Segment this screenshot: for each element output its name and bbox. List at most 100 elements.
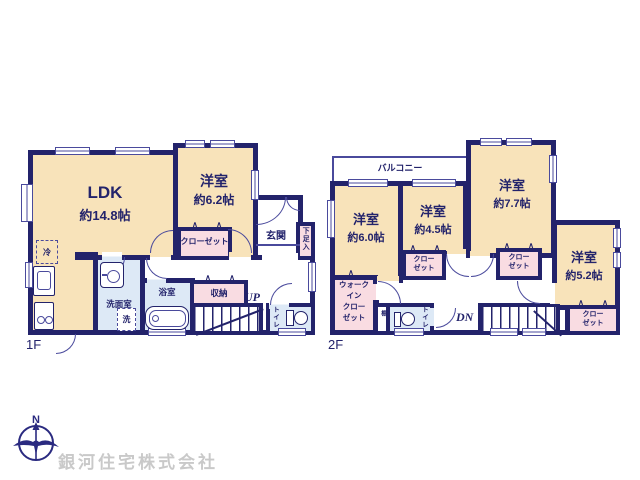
stairs-down-label: DN (456, 310, 474, 324)
toilet-tank-1f (286, 310, 294, 326)
bedroom-size: 約6.2帖 (193, 193, 235, 208)
opening-bedroom-5-2 (550, 283, 560, 304)
room-name: 洋室 (570, 250, 597, 265)
window (522, 328, 546, 336)
toilet-tank-2f (394, 312, 401, 327)
opening-washroom (102, 252, 122, 261)
compass-icon: N (13, 414, 59, 461)
room-size: 約4.5帖 (414, 223, 452, 236)
window (115, 147, 150, 155)
closet-northeast-label: クロー ゼット (498, 253, 540, 271)
wic-line: ウォーク (339, 280, 369, 289)
closet-1f-label: クローゼット (180, 237, 229, 246)
closet-line: ゼット (582, 320, 604, 328)
closet-line: ゼット (508, 263, 530, 271)
door-arc-back-door (56, 334, 76, 354)
sink-bowl (107, 270, 120, 283)
window (412, 179, 456, 187)
ldk-label: LDK 約14.8帖 (50, 182, 160, 226)
window (549, 155, 557, 183)
closet-door-mark: ∧ ∧ (578, 298, 616, 307)
window (348, 179, 388, 187)
window (55, 147, 90, 155)
toilet-icon-2f (401, 312, 415, 326)
faucet (102, 274, 107, 276)
bedroom-4-5-label: 洋室 約4.5帖 (400, 204, 466, 238)
window (210, 140, 235, 148)
tub-drain (152, 315, 159, 322)
window (613, 252, 621, 268)
shoe-cabinet-label: 下足入 (302, 227, 310, 251)
window (278, 328, 306, 336)
stove-icon (34, 302, 54, 330)
room-bedroom-4-5 (398, 181, 468, 256)
opening-bathroom (147, 275, 166, 284)
tub-inner (149, 310, 186, 327)
storage-label: 収納 (210, 288, 228, 298)
kitchen-sink-icon (33, 266, 55, 296)
toilet-2f-label: トイレ (420, 306, 428, 329)
toilet-icon-1f (294, 311, 308, 325)
closet-door-mark: ∧ ∧ (504, 241, 542, 250)
room-size: 約6.0帖 (347, 231, 385, 244)
toilet-1f-label: トイレ (271, 306, 279, 329)
bedroom-5-2-label: 洋室 約5.2帖 (550, 250, 618, 284)
entrance-step-line (256, 244, 300, 246)
closet-center-label: クロー ゼット (404, 255, 444, 273)
wic-line: イン (346, 290, 362, 300)
burner (37, 316, 45, 324)
window (25, 262, 33, 288)
closet-door-mark: ∧ (348, 268, 354, 277)
closet-door-mark: ∧ ∧ (192, 220, 230, 229)
stairs-diagonal (195, 308, 264, 336)
room-size: 約7.7帖 (493, 197, 531, 210)
floor1-tag: 1F (26, 337, 42, 352)
floor2-tag: 2F (328, 337, 344, 352)
washing-machine-icon: 洗 (117, 308, 136, 331)
bay-window (21, 184, 33, 222)
stairs-up-label: UP (244, 290, 260, 304)
vanity-sink-icon (100, 262, 124, 288)
bedroom-name: 洋室 (200, 173, 228, 189)
window (251, 170, 259, 200)
washer-label: 洗 (122, 315, 131, 324)
opening-bedroom-6-0 (377, 276, 399, 286)
ldk-size: 約14.8帖 (79, 208, 131, 224)
closet-2f-northeast (496, 248, 542, 280)
room-name: 洋室 (498, 178, 525, 193)
burner (45, 316, 53, 324)
opening-wic (372, 284, 380, 300)
window (490, 328, 518, 336)
opening-ldk-kitchen (33, 253, 75, 262)
closet-line: クロー (582, 311, 604, 318)
opening-toilet-2f (430, 308, 438, 326)
bathroom-label: 浴室 (158, 287, 176, 297)
opening-ldk-hall (150, 252, 171, 262)
room-size: 約5.2帖 (565, 269, 603, 282)
bathtub-icon (145, 306, 189, 330)
wic-line: クロー (342, 301, 366, 311)
wall-stub (75, 252, 98, 260)
entrance-label: 玄関 (266, 231, 286, 242)
opening-entrance-hall (262, 253, 298, 262)
washroom-label: 洗面室 (106, 299, 132, 309)
window (327, 200, 335, 238)
stairs-up (190, 303, 264, 336)
closet-southeast-label: クロー ゼット (568, 310, 618, 328)
window (613, 228, 621, 248)
closet-line: クロー (508, 254, 530, 261)
bedroom-7-7-label: 洋室 約7.7帖 (470, 178, 554, 212)
bedroom-6-0-label: 洋室 約6.0帖 (334, 212, 398, 246)
window (308, 262, 316, 292)
closet-line: ゼット (413, 265, 435, 273)
bedroom-6-2-label: 洋室 約6.2帖 (173, 172, 255, 209)
walk-in-closet-label: ウォーク イン クロー ゼット (333, 280, 375, 324)
closet-door-mark: ∧ ∧ (205, 273, 243, 282)
balcony-label: バルコニー (377, 163, 423, 173)
fridge-label: 冷 (43, 247, 51, 257)
window (394, 328, 424, 336)
sink-basin (37, 271, 51, 290)
room-name: 洋室 (352, 212, 379, 227)
closet-door-mark: ∧ ∧ (410, 243, 448, 252)
